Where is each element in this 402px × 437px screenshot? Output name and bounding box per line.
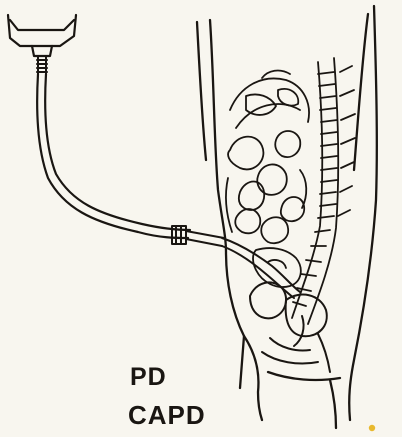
dialysis-tube	[37, 74, 190, 238]
catheter-inside	[222, 238, 300, 298]
accent-dot	[369, 425, 375, 431]
tube-connector	[37, 56, 47, 74]
capd-label: CAPD	[128, 402, 206, 428]
pd-label: PD	[130, 365, 167, 390]
upper-organs	[230, 71, 309, 128]
spine	[292, 58, 355, 324]
lower-body	[268, 372, 340, 428]
body-outline-back	[349, 6, 377, 420]
intestines	[226, 131, 306, 287]
dialysate-bag	[8, 15, 76, 56]
